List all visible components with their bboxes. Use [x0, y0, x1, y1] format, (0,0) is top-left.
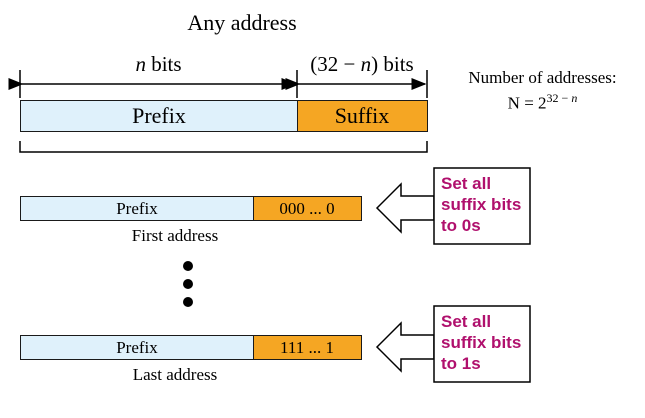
- first-suffix-label: 000 ... 0: [279, 198, 335, 218]
- first-prefix-label: Prefix: [116, 198, 158, 218]
- address-count-formula: N = 232 − n: [440, 88, 645, 114]
- bits-text: bits: [145, 52, 182, 76]
- first-note-text: Set all suffix bits to 0s: [441, 174, 522, 235]
- first-suffix-field: 000 ... 0: [252, 196, 362, 221]
- last-address-caption: Last address: [132, 365, 218, 384]
- n-variable: n: [135, 52, 146, 76]
- formula-base: N = 2: [507, 93, 547, 113]
- last-note-arrow: [375, 321, 435, 373]
- last-prefix-field: Prefix: [20, 335, 254, 360]
- ellipsis-dot-3: [183, 297, 193, 307]
- last-suffix-field: 111 ... 1: [252, 335, 362, 360]
- n-variable: n: [360, 52, 372, 76]
- diagram-title: Any address: [187, 10, 297, 35]
- ellipsis-dot-2: [183, 279, 193, 289]
- suffix-width-label: (32 − n) bits: [297, 52, 427, 77]
- last-note-text: Set all suffix bits to 1s: [441, 312, 522, 373]
- last-suffix-label: 111 ... 1: [280, 337, 334, 357]
- address-bracket: [19, 141, 428, 153]
- ellipsis-dot-1: [183, 261, 193, 271]
- address-count-label: Number of addresses:: [468, 68, 617, 87]
- first-note-box: [433, 167, 531, 245]
- address-count-info: Number of addresses: N = 232 − n: [440, 68, 645, 114]
- main-suffix-field: Suffix: [296, 100, 428, 132]
- first-note-arrow: [375, 182, 435, 234]
- main-prefix-field: Prefix: [20, 100, 298, 132]
- suffix-width-post: ) bits: [371, 52, 414, 76]
- main-prefix-label: Prefix: [132, 103, 186, 128]
- prefix-width-label: n bits: [20, 52, 297, 77]
- formula-exponent: 32 − n: [546, 91, 578, 105]
- first-prefix-field: Prefix: [20, 196, 254, 221]
- last-prefix-label: Prefix: [116, 337, 158, 357]
- main-suffix-label: Suffix: [334, 103, 390, 128]
- suffix-width-pre: (32 −: [310, 52, 361, 76]
- first-address-caption: First address: [131, 226, 219, 245]
- last-note-box: [433, 305, 531, 383]
- n-variable: n: [571, 91, 578, 105]
